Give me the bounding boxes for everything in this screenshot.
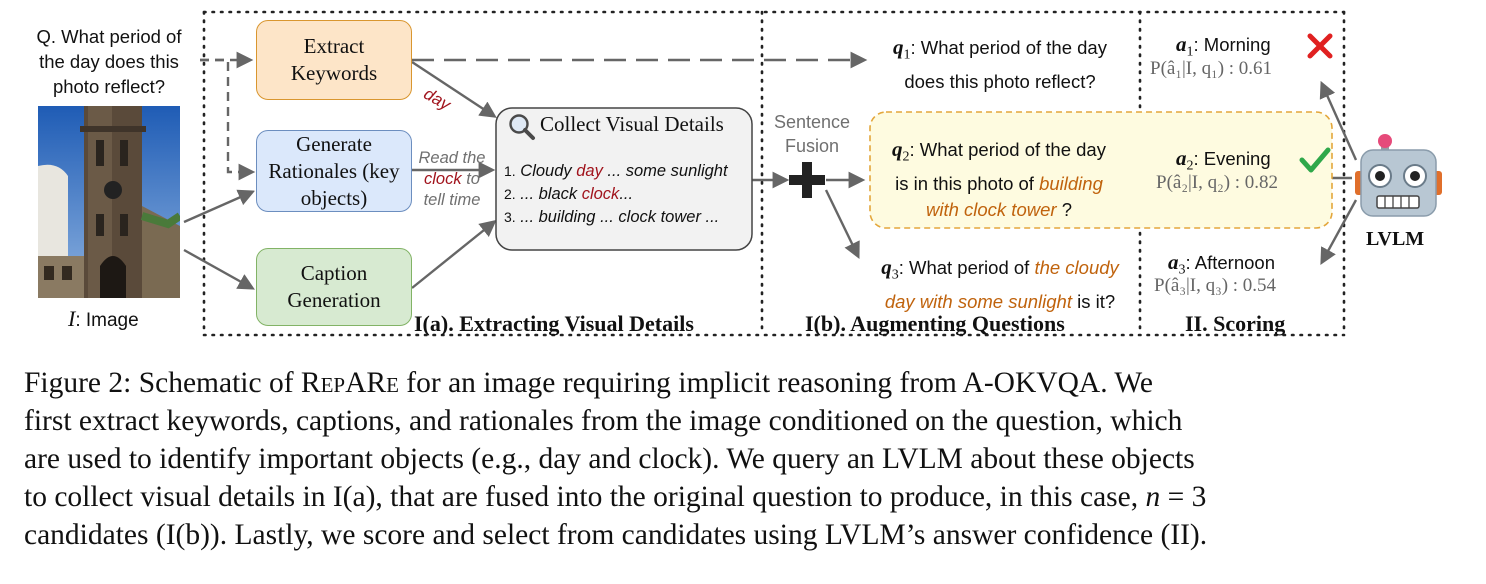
collect-title: Collect Visual Details (540, 112, 724, 136)
rationales-line-1: Generate (296, 131, 372, 156)
caption-gen-line-1: Caption (300, 261, 368, 285)
arrow-image-to-rationales (183, 189, 256, 224)
question-line-3: photo reflect? (52, 76, 166, 97)
rationales-line-3: objects) (300, 185, 368, 210)
cross-icon (1307, 33, 1333, 59)
caption-line-2: first extract keywords, captions, and ra… (24, 405, 1183, 437)
answer-2: a2: Evening (1176, 146, 1271, 174)
q2-highlight (869, 111, 1333, 229)
fusion-line-1: Sentence (773, 112, 851, 132)
robot-icon (1355, 134, 1442, 217)
figure-caption: Figure 2: Schematic of RepARe for an ima… (24, 364, 1464, 554)
prob-3: P(â₃|I, q₃) : 0.54 (1154, 275, 1277, 296)
image-label-text: : Image (75, 310, 139, 331)
q1-text: q1: What period of the day does this pho… (893, 35, 1107, 92)
section-label-ii: II. Scoring (1185, 311, 1286, 336)
arrow-question-to-rationales (200, 58, 256, 181)
q2-text: q2: What period of the day is in this ph… (892, 137, 1106, 220)
read-line-1: Read the (418, 149, 486, 167)
question-line-2: the day does this (39, 51, 179, 72)
prob-2: P(â₂|I, q₂) : 0.82 (1156, 172, 1279, 193)
read-clock-word: clock (424, 170, 462, 188)
collect-list: 1. Cloudy day ... some sunlight 2. ... b… (504, 160, 728, 229)
collect-box-frame (495, 107, 753, 251)
question-line-1: Q. What period of (36, 26, 182, 47)
arrow-fusion-to-q3 (824, 189, 860, 260)
check-icon (1299, 147, 1331, 173)
read-line-3: tell time (423, 191, 481, 209)
magnifier-icon (509, 114, 535, 140)
collect-item-2: 2. ... black clock... (504, 185, 634, 203)
q3-text: q3: What period of the cloudy day with s… (881, 255, 1119, 312)
caption-line-3: are used to identify important objects (… (24, 443, 1195, 475)
arrow-lvlm-to-a3 (1320, 199, 1358, 265)
lvlm-label: LVLM (1366, 228, 1425, 250)
caption-gen-line-2: Generation (287, 288, 381, 312)
collect-item-3: 3. ... building ... clock tower ... (504, 208, 720, 226)
fusion-line-2: Fusion (784, 136, 840, 156)
arrow-extract-to-collect (411, 60, 497, 118)
sentence-fusion-label: Sentence Fusion (764, 110, 860, 158)
prob-1: P(â₁|I, q₁) : 0.61 (1150, 58, 1273, 79)
arrow-caption-to-collect (411, 219, 497, 289)
caption-line-4: to collect visual details in I(a), that … (24, 481, 1207, 513)
answer-1: a1: Morning (1176, 32, 1271, 60)
image-label: I: Image (68, 306, 139, 332)
caption-line-1: Figure 2: Schematic of RepARe for an ima… (24, 367, 1153, 399)
caption-line-5: candidates (I(b)). Lastly, we score and … (24, 519, 1208, 551)
collect-item-1: 1. Cloudy day ... some sunlight (504, 162, 728, 180)
extract-line-1: Extract (303, 34, 365, 58)
read-the-clock-text: Read the clock to tell time (412, 148, 492, 211)
arrow-lvlm-to-a1 (1319, 80, 1358, 161)
photo-clock-tower (38, 106, 180, 298)
section-label-ib: I(b). Augmenting Questions (805, 311, 1065, 336)
section-label-ia: I(a). Extracting Visual Details (414, 311, 694, 336)
arrow-image-to-caption (183, 248, 255, 290)
extract-line-2: Keywords (290, 61, 378, 85)
answer-3: a3: Afternoon (1168, 250, 1275, 278)
rationales-line-2: Rationales (key (268, 158, 400, 183)
image-variable: I (68, 306, 76, 331)
question-text: Q. What period of the day does this phot… (18, 24, 200, 99)
read-to-word: to (461, 170, 480, 188)
plus-icon (789, 162, 825, 198)
